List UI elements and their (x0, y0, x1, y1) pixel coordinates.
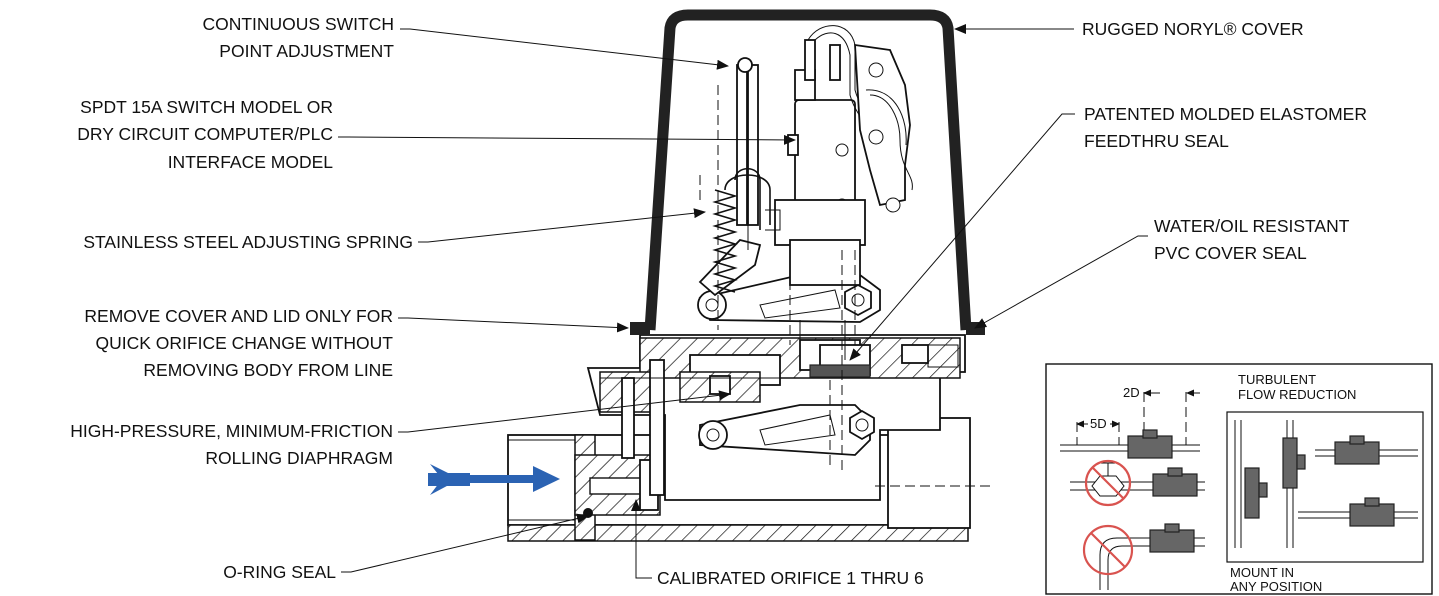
flow-arrow-icon (428, 464, 560, 495)
leader-lines (338, 24, 1148, 579)
label-feedthru-1: PATENTED MOLDED ELASTOMER (1084, 104, 1367, 124)
label-turbulent-1: TURBULENT (1238, 372, 1316, 387)
device-drawing (428, 9, 990, 542)
no-symbol-icon (1082, 524, 1134, 576)
label-remove-cover-1: REMOVE COVER AND LID ONLY FOR (84, 306, 393, 326)
no-symbol-icon (1084, 459, 1132, 507)
label-orifice: CALIBRATED ORIFICE 1 THRU 6 (657, 568, 924, 588)
callouts-left: CONTINUOUS SWITCH POINT ADJUSTMENT SPDT … (70, 14, 413, 582)
label-remove-cover-3: REMOVING BODY FROM LINE (143, 360, 393, 380)
label-switch-model-3: INTERFACE MODEL (168, 152, 334, 172)
label-cover: RUGGED NORYL® COVER (1082, 19, 1304, 39)
noryl-cover (644, 9, 972, 331)
label-oring: O-RING SEAL (223, 562, 336, 582)
label-switch-model-1: SPDT 15A SWITCH MODEL OR (80, 97, 333, 117)
microswitch (774, 25, 913, 360)
callouts-right: RUGGED NORYL® COVER PATENTED MOLDED ELAS… (657, 19, 1367, 588)
lower-lever (698, 380, 875, 470)
installation-inset: TURBULENT FLOW REDUCTION MOUNT IN ANY PO… (1045, 363, 1433, 595)
label-switch-point-2: POINT ADJUSTMENT (219, 41, 394, 61)
adjusting-spring (699, 57, 781, 330)
label-spring: STAINLESS STEEL ADJUSTING SPRING (83, 232, 413, 252)
label-turbulent-2: FLOW REDUCTION (1238, 387, 1356, 402)
label-mount-1: MOUNT IN (1230, 565, 1294, 580)
label-switch-point-1: CONTINUOUS SWITCH (202, 14, 394, 34)
label-diaphragm-1: HIGH-PRESSURE, MINIMUM-FRICTION (70, 421, 393, 441)
label-2d: 2D (1123, 385, 1140, 400)
label-cover-seal-1: WATER/OIL RESISTANT (1154, 216, 1350, 236)
label-feedthru-2: FEEDTHRU SEAL (1084, 131, 1229, 151)
flow-switch-example-1 (1127, 435, 1173, 459)
label-remove-cover-2: QUICK ORIFICE CHANGE WITHOUT (96, 333, 394, 353)
label-switch-model-2: DRY CIRCUIT COMPUTER/PLC (77, 124, 333, 144)
label-diaphragm-2: ROLLING DIAPHRAGM (205, 448, 393, 468)
cover-seal-left (630, 322, 650, 335)
label-mount-2: ANY POSITION (1230, 579, 1322, 594)
label-5d: 5D (1090, 416, 1107, 431)
label-cover-seal-2: PVC COVER SEAL (1154, 243, 1307, 263)
